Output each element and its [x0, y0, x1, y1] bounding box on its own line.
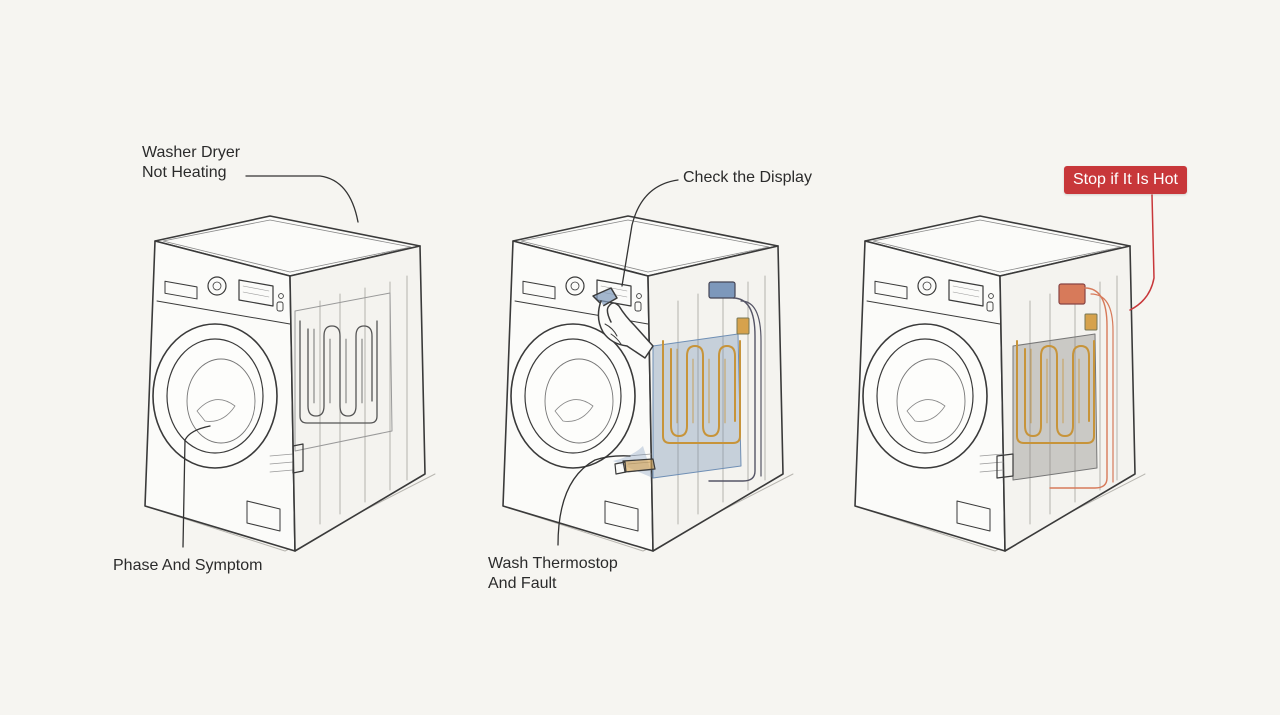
leader-line-thermostop [557, 455, 631, 546]
leader-line-display [621, 179, 679, 287]
label-check-the-display: Check the Display [683, 169, 812, 186]
thermostat-icon [708, 281, 750, 335]
label-wash-thermostop-and-fault: Wash Thermostop And Fault [488, 555, 618, 592]
washer-machine-icon [502, 215, 794, 552]
highlight-panel [652, 333, 742, 479]
leader-line-phase [182, 425, 211, 548]
label-phase-and-symptom: Phase And Symptom [113, 557, 263, 574]
leader-line-hot [1129, 194, 1155, 311]
label-washer-dryer-not-heating: Washer Dryer Not Heating [142, 144, 241, 181]
warning-badge-stop-if-hot: Stop if It Is Hot [1064, 166, 1187, 194]
washer-machine-icon [144, 215, 436, 552]
heating-element-icon [294, 292, 393, 452]
washer-machine-icon [854, 215, 1146, 552]
thermostat-icon [1058, 283, 1098, 331]
leader-line-not-heating [245, 175, 359, 223]
hand-pointer-icon [592, 287, 654, 359]
